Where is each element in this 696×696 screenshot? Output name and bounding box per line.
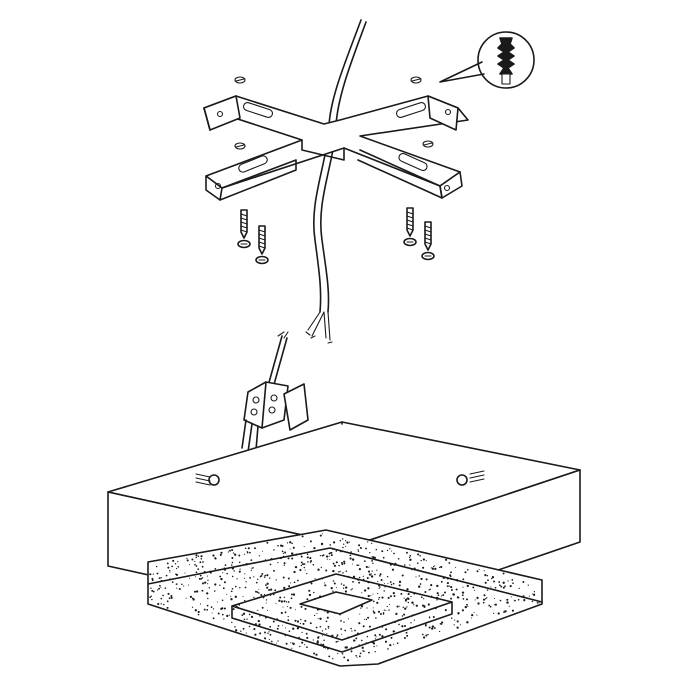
mounting-screw <box>255 225 269 265</box>
wall-plug <box>403 207 417 247</box>
power-cable <box>305 19 367 344</box>
drill-hole-markers <box>234 76 434 150</box>
mounting-screw <box>421 221 435 261</box>
wall-plug <box>237 209 251 249</box>
led-diffuser <box>147 529 543 667</box>
housing-screw-left <box>195 473 220 486</box>
terminal-block <box>241 331 309 453</box>
mounting-bracket <box>203 95 469 201</box>
diffuser-speckle <box>149 533 540 662</box>
wall-plug-detail <box>439 31 535 89</box>
housing-screw-right <box>456 470 485 486</box>
fastener-group <box>237 207 435 265</box>
